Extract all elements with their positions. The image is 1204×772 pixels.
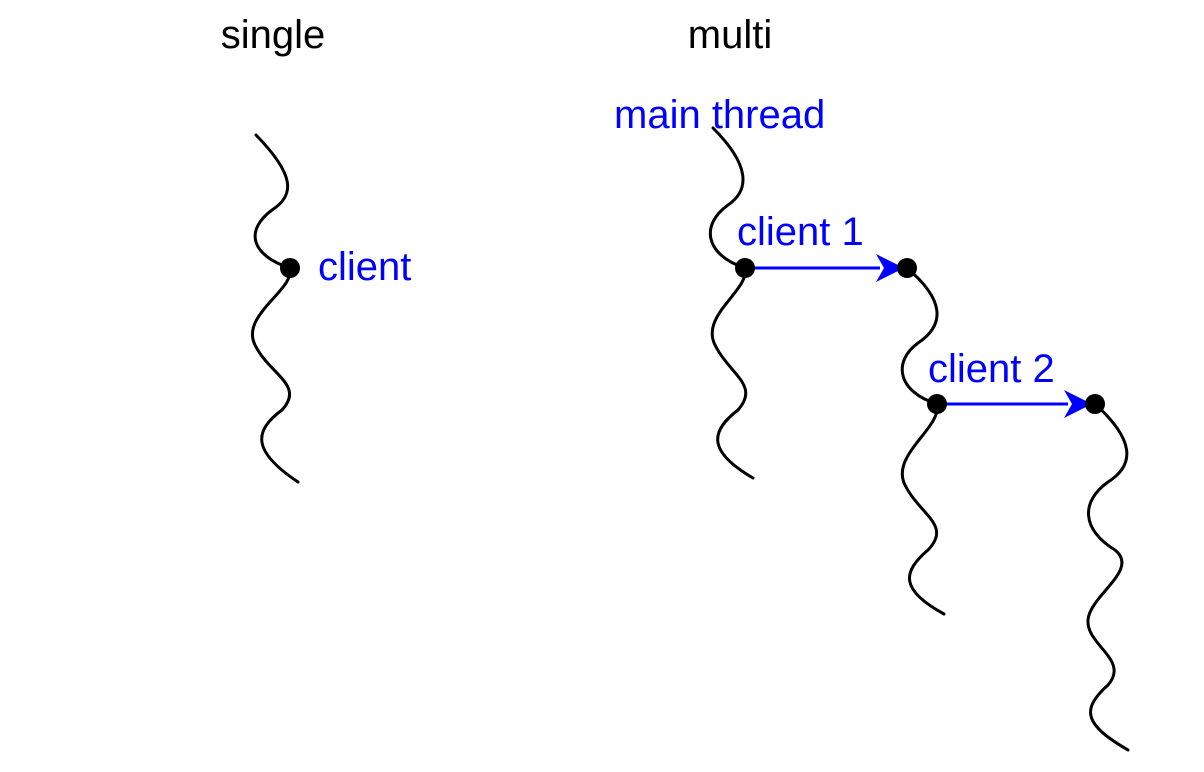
client2-thread-line (1086, 402, 1130, 752)
single-heading: single (221, 13, 326, 57)
client2-label: client 2 (928, 347, 1055, 391)
single-client-label: client (318, 245, 411, 289)
client1-spawn-dot (927, 394, 947, 414)
client1-label: client 1 (737, 210, 864, 254)
single-client-dot (280, 258, 300, 278)
client1-start-dot (897, 258, 917, 278)
client1-arrowhead (876, 254, 904, 282)
multi-heading: multi (688, 13, 772, 57)
client2-start-dot (1085, 394, 1105, 414)
main-thread-spawn-dot-1 (735, 258, 755, 278)
client2-arrowhead (1064, 390, 1092, 418)
client1-thread-line (900, 266, 946, 616)
single-thread-line (251, 133, 300, 484)
main-thread-label: main thread (614, 93, 825, 137)
main-thread-line (708, 126, 755, 480)
